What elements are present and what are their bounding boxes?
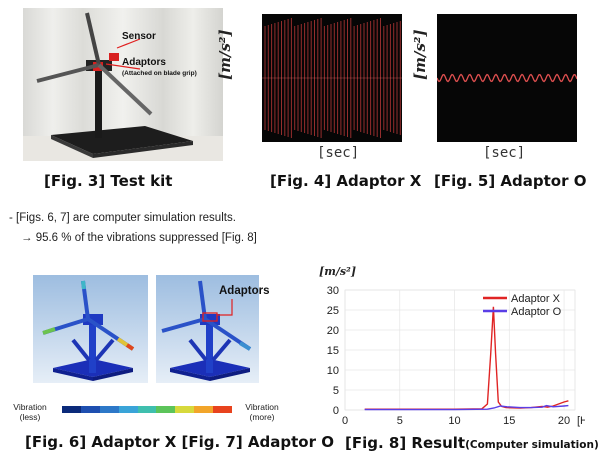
attached-label: (Attached on blade grip) [122, 70, 197, 77]
x-tick-label: 0 [342, 415, 348, 427]
colorbar-segment [137, 406, 157, 413]
fig4-unit: [m/s²] [216, 29, 234, 80]
colorbar-segment [156, 406, 176, 413]
colorbar-segment [62, 406, 81, 413]
x-tick-label: 15 [503, 415, 515, 427]
fig5-caption: [Fig. 5] Adaptor O [434, 172, 587, 190]
note-line-2: → 95.6 % of the vibrations suppressed [F… [21, 232, 257, 244]
fig8-caption: [Fig. 8] Result(Computer simulation) [345, 434, 599, 452]
vibration-more-label: Vibration (more) [232, 402, 292, 422]
legend-label: Adaptor X [511, 293, 561, 305]
colorbar-segment [99, 406, 119, 413]
y-tick-label: 10 [327, 365, 339, 377]
vibration-less-line1: Vibration [13, 402, 47, 412]
colorbar-segment [175, 406, 195, 413]
vibration-more-line1: Vibration [245, 402, 279, 412]
colorbar-segment [194, 406, 214, 413]
fig4-caption: [Fig. 4] Adaptor X [270, 172, 422, 190]
fig7-adaptors-label: Adaptors [219, 285, 270, 297]
x-tick-label: 10 [448, 415, 460, 427]
y-tick-label: 30 [327, 285, 339, 297]
y-tick-label: 25 [327, 305, 339, 317]
fig8-caption-main: [Fig. 8] Result [345, 434, 466, 452]
signal-trace [436, 73, 578, 83]
note-line-1: - [Figs. 6, 7] are computer simulation r… [9, 212, 236, 224]
x-tick-label: 5 [397, 415, 403, 427]
colorbar-segment [213, 406, 233, 413]
y-tick-label: 0 [333, 405, 339, 417]
x-unit-label: [Hz] [577, 415, 585, 427]
fig6-simulation-image [33, 275, 148, 383]
fig3-caption: [Fig. 3] Test kit [44, 172, 173, 190]
fig67-caption: [Fig. 6] Adaptor X [Fig. 7] Adaptor O [25, 433, 334, 451]
fig5-signal-plot [436, 14, 578, 142]
fig4-signal-plot [262, 14, 402, 142]
vibration-less-label: Vibration (less) [0, 402, 60, 422]
fig8-caption-sub: (Computer simulation) [465, 439, 599, 451]
y-tick-label: 15 [327, 345, 339, 357]
test-kit-illustration [23, 8, 223, 161]
fig3-photo: Sensor Adaptors (Attached on blade grip) [23, 8, 223, 161]
vibration-colorbar [62, 406, 233, 413]
fig7-simulation-image [156, 275, 259, 383]
y-tick-label: 5 [333, 385, 339, 397]
vibration-less-line2: (less) [19, 412, 41, 422]
series-line-2 [364, 404, 569, 411]
y-axis-label: [m/s²] [319, 265, 356, 278]
fig5-xlabel: [sec] [483, 145, 526, 161]
vibration-more-line2: (more) [249, 412, 275, 422]
sensor-label: Sensor [122, 31, 156, 42]
fig4-xlabel: [sec] [317, 145, 360, 161]
y-tick-label: 20 [327, 325, 339, 337]
legend-label: Adaptor O [511, 306, 562, 318]
colorbar-segment [80, 406, 100, 413]
colorbar-segment [118, 406, 138, 413]
adaptors-label: Adaptors [122, 57, 166, 68]
x-tick-label: 20 [558, 415, 570, 427]
fig5-unit: [m/s²] [411, 29, 429, 80]
fig8-chart: 0 5 10 15 20 25 30 0 5 10 15 20 [Hz] [m/s²] Adaptor XA… [319, 265, 585, 427]
